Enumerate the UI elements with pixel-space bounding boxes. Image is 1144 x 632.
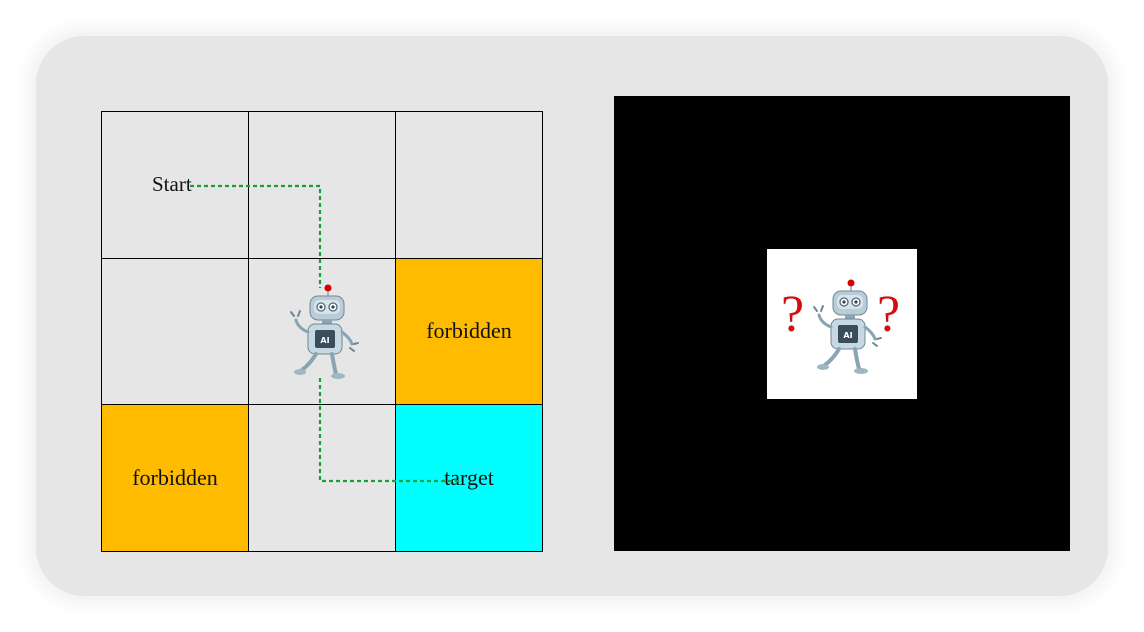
svg-text:AI: AI (320, 336, 329, 345)
robot-icon: AI (813, 279, 882, 374)
forbidden-label: forbidden (426, 318, 512, 344)
grid-cell-r0c0: Start (101, 111, 249, 259)
forbidden-label: forbidden (132, 465, 218, 491)
question-mark-left: ? (781, 286, 805, 343)
observation-window: ? AI ? (767, 249, 917, 399)
forbidden-cell-r1c2: forbidden (395, 257, 543, 406)
grid-cell-r0c2 (395, 111, 543, 259)
robot-icon: AI (290, 284, 359, 379)
forbidden-cell-r2c0: forbidden (101, 404, 249, 552)
target-cell-r2c2: target (395, 404, 543, 552)
start-label: Start (152, 172, 192, 196)
question-mark-right: ? (877, 286, 901, 343)
grid-cell-r1c0 (101, 257, 249, 406)
target-label: target (444, 465, 494, 491)
observation-view: ? AI ? (614, 96, 1070, 551)
svg-text:AI: AI (843, 331, 852, 340)
grid-cell-r0c1 (248, 111, 396, 259)
grid-cell-r2c1 (248, 404, 396, 552)
